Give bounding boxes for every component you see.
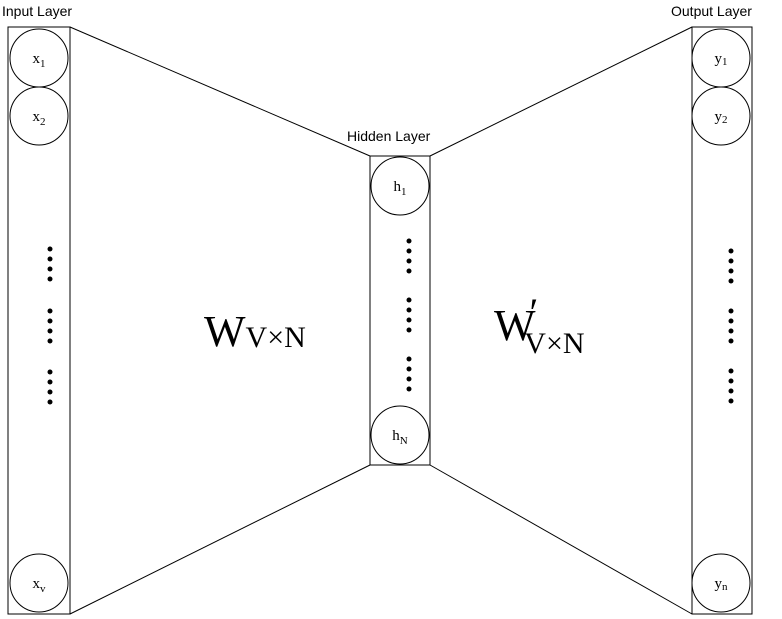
- input-ellipsis: [47, 246, 53, 405]
- hidden-node-1-sub: 1: [401, 186, 407, 198]
- edge-input-top-to-hidden: [69, 26, 371, 157]
- weight-hidden-output-subscript: V×N: [524, 327, 584, 360]
- output-node-2: y2: [691, 86, 751, 146]
- input-node-v-sub: v: [40, 583, 46, 595]
- output-node-1-var: y: [715, 51, 723, 67]
- input-node-v: xv: [9, 553, 69, 613]
- input-node-v-var: x: [33, 576, 41, 592]
- hidden-node-1-var: h: [394, 179, 402, 195]
- hidden-layer-box: [369, 155, 431, 466]
- edge-hidden-bottom-to-output: [429, 464, 693, 615]
- weight-input-hidden-symbol: W: [204, 307, 246, 356]
- input-node-2-sub: 2: [40, 116, 46, 128]
- hidden-node-n-var: h: [392, 428, 400, 444]
- svg-text:xv: xv: [33, 576, 47, 595]
- edge-input-bottom-to-hidden: [69, 464, 371, 615]
- output-node-2-var: y: [715, 109, 723, 125]
- weight-input-hidden-subscript: V×N: [246, 321, 306, 354]
- output-node-n: yn: [691, 553, 751, 613]
- input-layer-label: Input Layer: [2, 3, 72, 19]
- input-node-2: x2: [9, 86, 69, 146]
- weight-hidden-output-prime: ′: [530, 290, 539, 335]
- edge-hidden-top-to-output: [429, 26, 693, 157]
- weight-hidden-output: W′V×N: [494, 290, 585, 360]
- hidden-node-1: h1: [370, 156, 430, 216]
- input-node-1: x1: [9, 28, 69, 88]
- input-node-1-sub: 1: [40, 58, 46, 70]
- svg-text:y2: y2: [715, 109, 728, 126]
- svg-text:hN: hN: [392, 428, 408, 447]
- weight-input-hidden: WV×N: [204, 307, 306, 356]
- svg-text:y1: y1: [715, 51, 728, 68]
- output-layer-label: Output Layer: [671, 3, 752, 19]
- hidden-node-n: hN: [370, 405, 430, 465]
- weight-hidden-output-symbol: W: [494, 301, 536, 350]
- output-node-1: y1: [691, 28, 751, 88]
- hidden-layer-label: Hidden Layer: [347, 128, 431, 144]
- hidden-node-n-sub: N: [400, 435, 408, 447]
- output-node-n-var: y: [715, 576, 723, 592]
- svg-text:x1: x1: [33, 51, 46, 70]
- output-node-2-sub: 2: [722, 114, 728, 126]
- output-layer-box: [691, 26, 753, 615]
- output-node-n-sub: n: [722, 581, 728, 593]
- svg-text:yn: yn: [715, 576, 729, 593]
- input-layer-box: [7, 26, 71, 615]
- hidden-ellipsis: [406, 238, 412, 392]
- output-node-1-sub: 1: [722, 56, 728, 68]
- input-node-1-var: x: [33, 51, 41, 67]
- svg-text:h1: h1: [394, 179, 407, 198]
- svg-text:x2: x2: [33, 109, 46, 128]
- input-node-2-var: x: [33, 109, 41, 125]
- output-ellipsis: [728, 248, 734, 404]
